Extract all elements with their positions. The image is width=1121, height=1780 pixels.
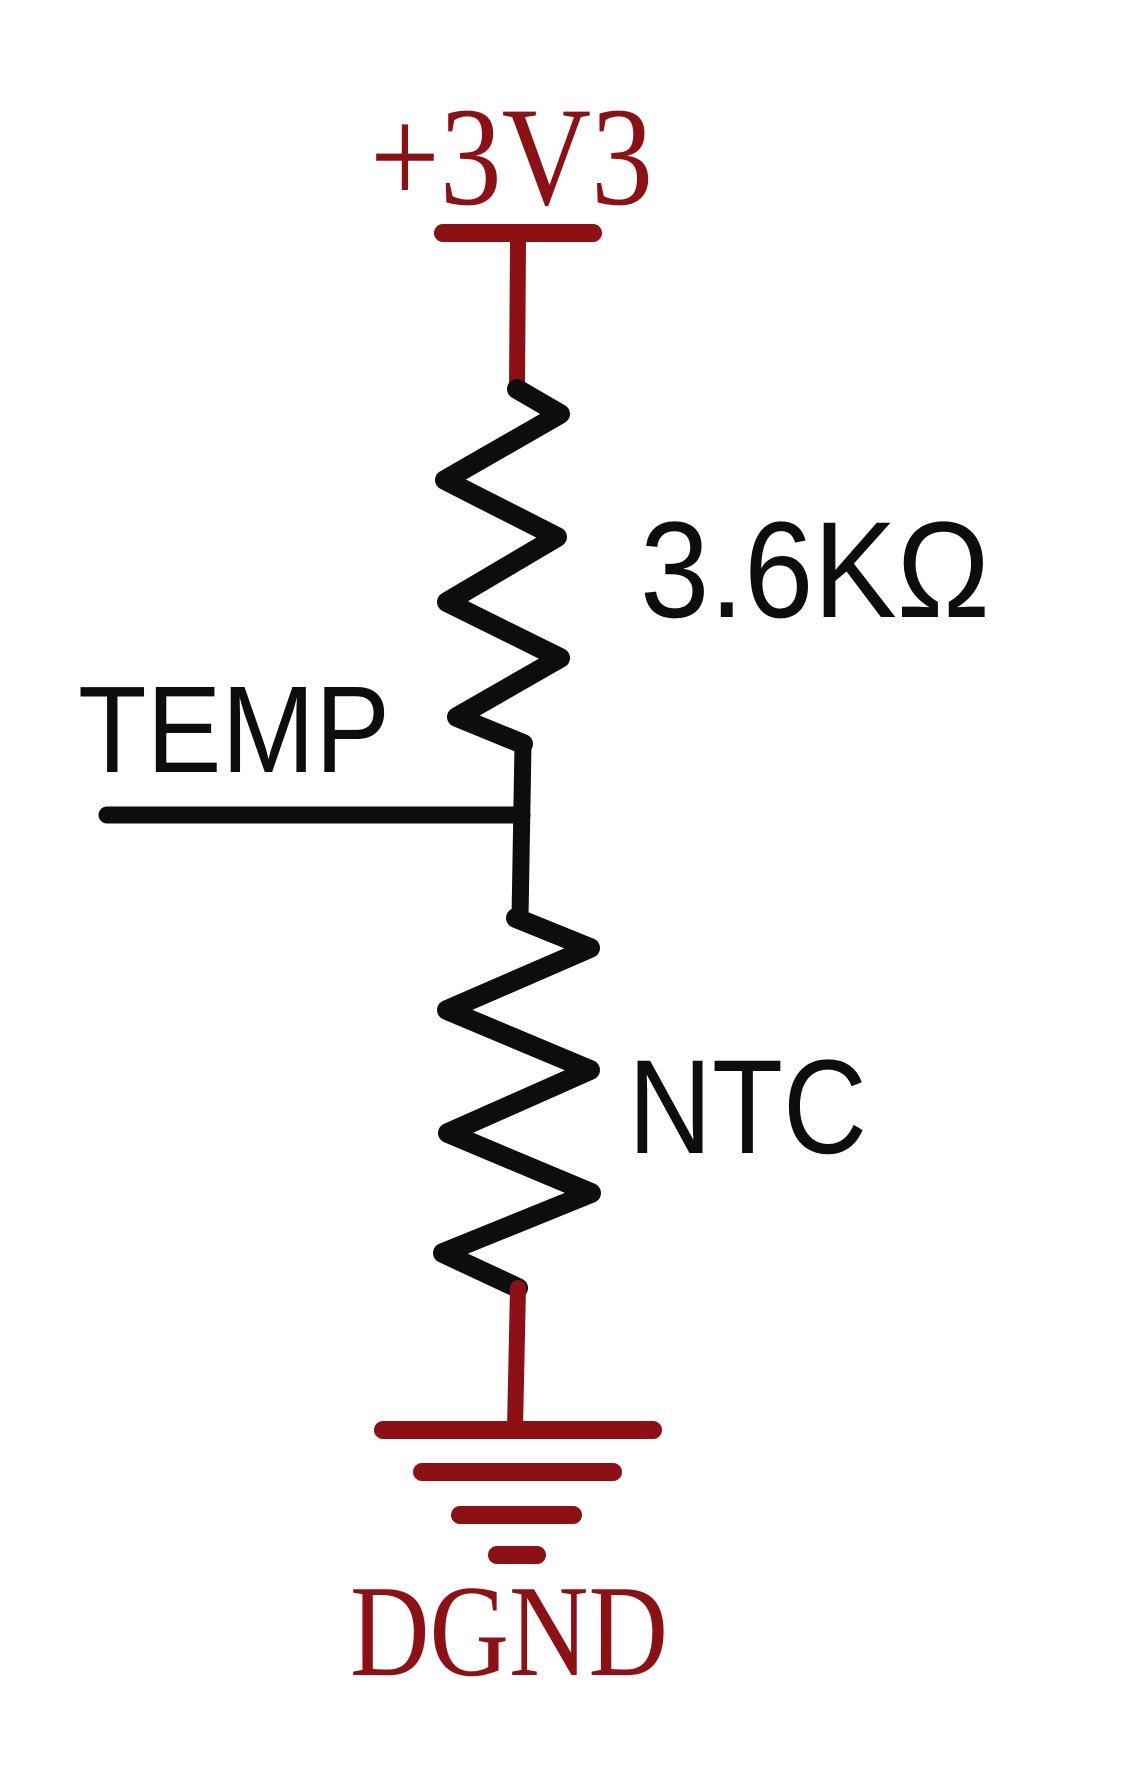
divider-node-wire (511, 735, 532, 927)
ntc-thermistor-icon (433, 908, 601, 1298)
pullup-resistor-icon (435, 379, 570, 754)
ntc-label: NTC (628, 1033, 867, 1182)
pullup-resistor-value: 3.6KΩ (640, 494, 990, 647)
ground-net-label: DGND (350, 1559, 668, 1704)
power-wire (509, 234, 526, 396)
ground-wire (507, 1280, 526, 1436)
temp-net-label: TEMP (78, 662, 390, 799)
earth-ground-icon (374, 1421, 662, 1564)
power-net-label: +3V3 (370, 79, 653, 235)
